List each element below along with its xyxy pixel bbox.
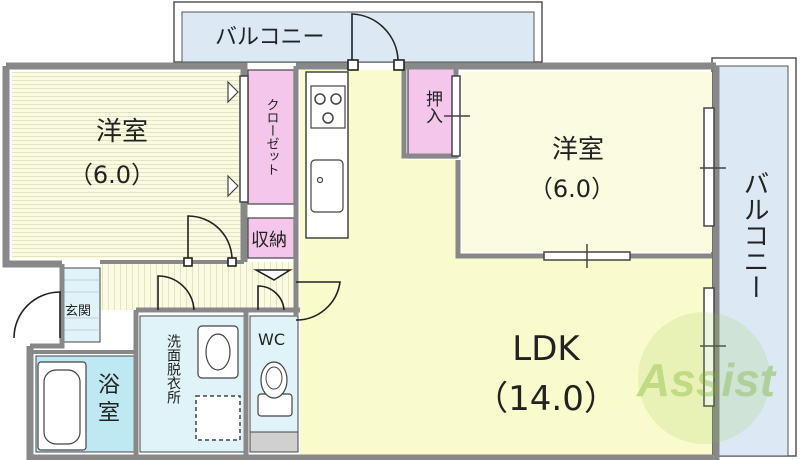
oshiire-label: 押入 bbox=[422, 90, 443, 124]
western-room-left-size: （6.0） bbox=[69, 161, 155, 189]
balcony-top: バルコニー bbox=[173, 1, 543, 63]
western-room-left-floor bbox=[12, 72, 242, 258]
closet-doors bbox=[227, 80, 239, 198]
washing-machine bbox=[195, 395, 241, 441]
western-room-right-name: 洋室 bbox=[552, 135, 604, 165]
closet-label: クローゼット bbox=[264, 98, 280, 176]
toilet-fixture bbox=[257, 361, 293, 417]
entrance-label: 玄関 bbox=[65, 304, 91, 319]
ldk-floor bbox=[300, 70, 712, 456]
doors bbox=[13, 13, 405, 339]
oshiire bbox=[407, 63, 457, 159]
windows bbox=[239, 75, 726, 407]
balcony-right: バルコニー bbox=[711, 57, 797, 457]
watermark-text: Assist bbox=[636, 354, 777, 406]
western-room-left-name: 洋室 bbox=[96, 117, 148, 147]
stove bbox=[310, 85, 346, 129]
pipe-space bbox=[249, 431, 299, 453]
closet bbox=[247, 69, 295, 205]
bath-label: 浴室 bbox=[0, 0, 2, 1]
balcony-right-label: バルコニー bbox=[739, 170, 769, 300]
storage bbox=[247, 217, 295, 259]
walls bbox=[2, 62, 720, 460]
ldk-name: LDK bbox=[512, 329, 581, 369]
bath-label-line2: 室 bbox=[98, 401, 120, 426]
kitchen-counter bbox=[305, 71, 349, 239]
wash-basin bbox=[197, 325, 239, 379]
ldk-size: （14.0） bbox=[474, 379, 618, 419]
assist-watermark: Assist bbox=[636, 312, 777, 444]
western-room-right-floor bbox=[462, 72, 712, 252]
balcony-top-label: バルコニー bbox=[215, 25, 325, 50]
kitchen-sink bbox=[310, 159, 344, 213]
toilet-label: WC bbox=[258, 330, 285, 349]
washroom-label: 洗面脱衣所 bbox=[165, 334, 181, 404]
bath-label-line1: 浴 bbox=[98, 373, 120, 398]
entrance bbox=[63, 267, 101, 343]
bathtub bbox=[37, 361, 87, 451]
western-room-right-size: （6.0） bbox=[529, 175, 615, 203]
entrance-tiles bbox=[64, 279, 100, 331]
storage-label: 収納 bbox=[251, 230, 287, 251]
